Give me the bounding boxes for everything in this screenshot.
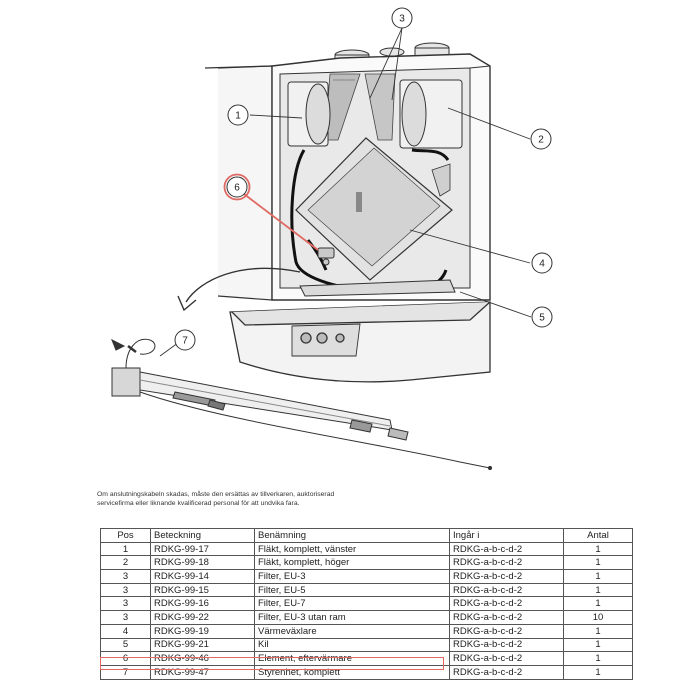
callouts: 1 2 3 4 5 6 7 — [174, 7, 553, 351]
cell-pos: 5 — [100, 637, 151, 653]
cell-ingar-i: RDKG-a-b-c-d-2 — [449, 569, 564, 584]
cell-antal: 1 — [563, 651, 633, 666]
cell-antal: 1 — [563, 555, 633, 571]
cell-beteckning: RDKG-99-22 — [150, 610, 255, 625]
table-row: 2 RDKG-99-18 Fläkt, komplett, höger RDKG… — [100, 555, 633, 571]
table-row: 3 RDKG-99-14 Filter, EU-3 RDKG-a-b-c-d-2… — [100, 569, 633, 584]
cell-beteckning: RDKG-99-19 — [150, 623, 255, 639]
cell-beteckning: RDKG-99-17 — [150, 541, 255, 557]
cell-pos: 3 — [100, 582, 151, 598]
unit-exploded-diagram: 1 2 3 4 5 6 7 — [111, 7, 553, 471]
callout-3: 3 — [391, 7, 413, 29]
parts-table: Pos Beteckning Benämning Ingår i Antal 1… — [100, 528, 633, 680]
table-row: 1 RDKG-99-17 Fläkt, komplett, vänster RD… — [100, 541, 633, 557]
cell-ingar-i: RDKG-a-b-c-d-2 — [449, 610, 564, 625]
cell-benamning: Värmeväxlare — [254, 623, 450, 639]
cell-pos: 1 — [100, 541, 151, 557]
cell-benamning: Styrenhet, komplett — [254, 664, 450, 680]
cell-ingar-i: RDKG-a-b-c-d-2 — [449, 596, 564, 612]
table-row: 3 RDKG-99-16 Filter, EU-7 RDKG-a-b-c-d-2… — [100, 596, 633, 612]
cell-antal: 1 — [563, 596, 633, 612]
table-row: 5 RDKG-99-21 Kil RDKG-a-b-c-d-2 1 — [100, 637, 633, 653]
cell-beteckning: RDKG-99-47 — [150, 664, 255, 680]
cell-pos: 3 — [100, 596, 151, 612]
warning-note: Om anslutningskabeln skadas, måste den e… — [97, 491, 335, 507]
leader-lines — [159, 27, 532, 357]
cell-ingar-i: RDKG-a-b-c-d-2 — [449, 555, 564, 571]
right-fan — [399, 79, 463, 149]
column-header: Ingår i — [449, 528, 564, 543]
table-row: 3 RDKG-99-22 Filter, EU-3 utan ram RDKG-… — [100, 610, 633, 625]
base-panel — [229, 301, 491, 383]
cell-ingar-i: RDKG-a-b-c-d-2 — [449, 582, 564, 598]
filters — [324, 73, 396, 141]
cell-beteckning: RDKG-99-15 — [150, 582, 255, 598]
cell-antal: 1 — [563, 623, 633, 639]
callout-5: 5 — [531, 306, 553, 328]
cell-beteckning: RDKG-99-18 — [150, 555, 255, 571]
wedge — [299, 279, 456, 297]
control-unit — [111, 338, 493, 471]
callout-6: 6 — [223, 173, 251, 201]
table-header-row: Pos Beteckning Benämning Ingår i Antal — [100, 528, 633, 543]
cell-benamning: Element, eftervärmare — [254, 651, 450, 666]
cell-beteckning: RDKG-99-21 — [150, 637, 255, 653]
table-row: 4 RDKG-99-19 Värmeväxlare RDKG-a-b-c-d-2… — [100, 623, 633, 639]
cell-pos: 3 — [100, 610, 151, 625]
cell-pos: 3 — [100, 569, 151, 584]
svg-text:3: 3 — [399, 14, 405, 25]
table-row: 7 RDKG-99-47 Styrenhet, komplett RDKG-a-… — [100, 664, 633, 680]
cell-benamning: Fläkt, komplett, vänster — [254, 541, 450, 557]
cell-benamning: Filter, EU-5 — [254, 582, 450, 598]
cell-pos: 7 — [100, 664, 151, 680]
column-header: Pos — [100, 528, 151, 543]
column-header: Antal — [563, 528, 633, 543]
cell-antal: 1 — [563, 541, 633, 557]
svg-text:2: 2 — [538, 135, 544, 146]
cell-pos: 6 — [100, 651, 151, 666]
cell-benamning: Filter, EU-7 — [254, 596, 450, 612]
cell-antal: 1 — [563, 569, 633, 584]
cell-benamning: Fläkt, komplett, höger — [254, 555, 450, 571]
cell-beteckning: RDKG-99-16 — [150, 596, 255, 612]
svg-text:6: 6 — [234, 183, 240, 194]
cell-ingar-i: RDKG-a-b-c-d-2 — [449, 664, 564, 680]
cell-antal: 1 — [563, 664, 633, 680]
callout-7: 7 — [174, 329, 196, 351]
cell-pos: 4 — [100, 623, 151, 639]
svg-text:7: 7 — [182, 336, 188, 347]
callout-2: 2 — [530, 128, 552, 150]
cell-benamning: Filter, EU-3 — [254, 569, 450, 584]
callout-1: 1 — [227, 104, 249, 126]
reheater-element — [317, 247, 335, 266]
removal-arrow — [177, 267, 301, 312]
table-row-highlighted: 6 RDKG-99-46 Element, eftervärmare RDKG-… — [100, 651, 633, 666]
cell-benamning: Filter, EU-3 utan ram — [254, 610, 450, 625]
cell-antal: 1 — [563, 637, 633, 653]
cell-beteckning: RDKG-99-14 — [150, 569, 255, 584]
column-header: Beteckning — [150, 528, 255, 543]
cell-pos: 2 — [100, 555, 151, 571]
cell-ingar-i: RDKG-a-b-c-d-2 — [449, 651, 564, 666]
cell-benamning: Kil — [254, 637, 450, 653]
cell-ingar-i: RDKG-a-b-c-d-2 — [449, 541, 564, 557]
svg-text:4: 4 — [539, 259, 545, 270]
svg-text:5: 5 — [539, 313, 545, 324]
cell-antal: 1 — [563, 582, 633, 598]
cell-ingar-i: RDKG-a-b-c-d-2 — [449, 637, 564, 653]
column-header: Benämning — [254, 528, 450, 543]
heat-exchanger — [295, 137, 453, 281]
svg-text:1: 1 — [235, 111, 241, 122]
cell-ingar-i: RDKG-a-b-c-d-2 — [449, 623, 564, 639]
table-row: 3 RDKG-99-15 Filter, EU-5 RDKG-a-b-c-d-2… — [100, 582, 633, 598]
cell-antal: 10 — [563, 610, 633, 625]
element-callout-leader — [243, 193, 319, 251]
callout-4: 4 — [531, 252, 553, 274]
left-fan — [287, 81, 331, 147]
cell-beteckning: RDKG-99-46 — [150, 651, 255, 666]
